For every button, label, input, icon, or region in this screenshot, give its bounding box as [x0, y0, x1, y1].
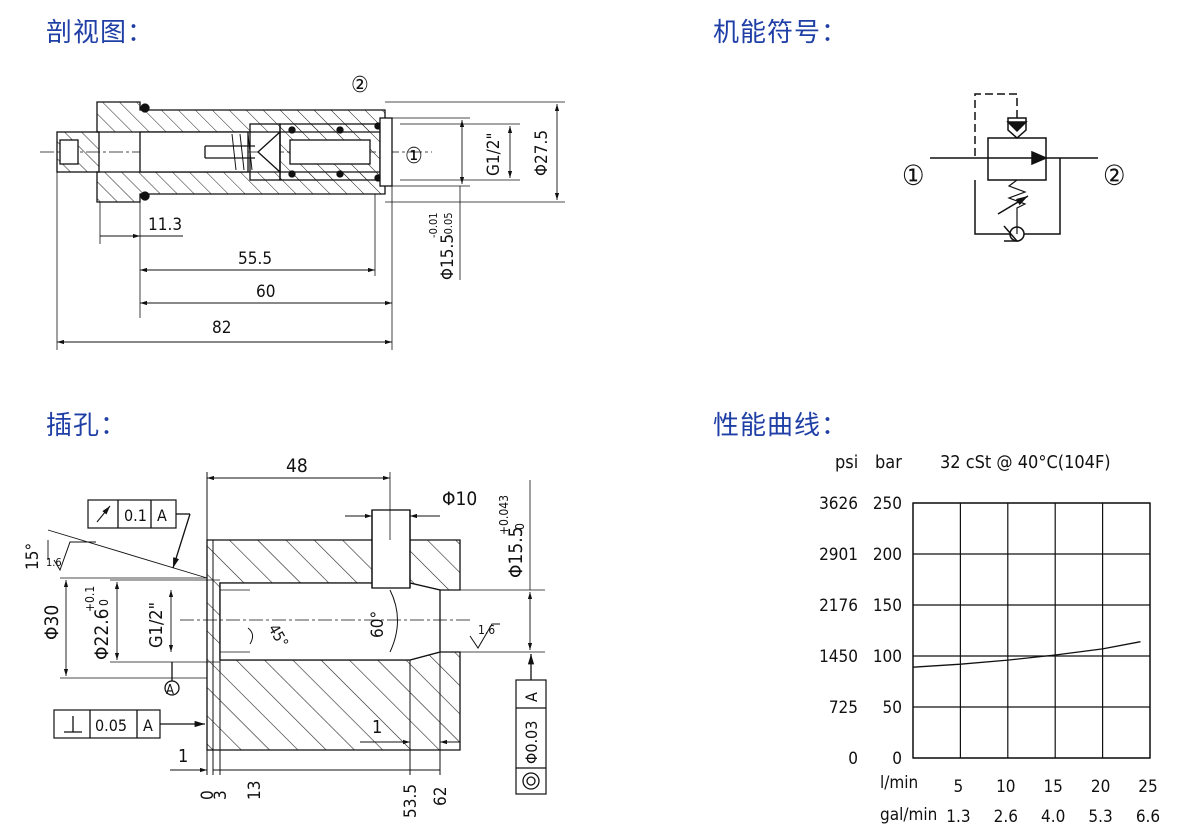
- symbol-port-2: ②: [1103, 159, 1126, 192]
- cavity-dia-30: Φ30: [41, 605, 63, 640]
- cavity-drawing: [47, 472, 547, 795]
- cross-section-title: 剖视图：: [46, 18, 155, 48]
- performance-title: 性能曲线：: [713, 411, 849, 441]
- cavity-dia-22-6: Φ22.6: [91, 609, 113, 661]
- pos-62: 62: [431, 787, 451, 806]
- chart-ylabel-psi: psi: [835, 452, 858, 473]
- chart-x-lmin-tick: 10: [996, 777, 1015, 797]
- hydraulic-symbol: [930, 93, 1098, 242]
- conc-value: Φ0.03: [522, 721, 541, 764]
- port-1-label: ①: [405, 144, 423, 169]
- chart-x-galmin-tick: 4.0: [1041, 807, 1065, 827]
- symbol-title: 机能符号：: [713, 18, 849, 48]
- chart-y-bar-tick: 0: [892, 749, 902, 769]
- cavity-thread: G1/2": [146, 602, 167, 648]
- chart-y-bar-tick: 200: [873, 545, 902, 565]
- chart-x-galmin-tick: 2.6: [994, 807, 1018, 827]
- chart-title: 32 cSt @ 40°C(104F): [940, 452, 1111, 473]
- chart-y-psi-tick: 1450: [819, 647, 858, 667]
- chart-y-bar-tick: 100: [873, 647, 902, 667]
- runout-datum: A: [157, 506, 167, 525]
- chart-x-lmin-tick: 15: [1043, 777, 1062, 797]
- spool-tol-lower: -0.05: [442, 212, 455, 238]
- conc-datum: A: [522, 692, 541, 702]
- cavity-dia-15-5: Φ15.5: [505, 527, 527, 579]
- chart-y-psi-tick: 2176: [819, 596, 858, 616]
- port-2-label: ②: [351, 73, 369, 98]
- chart-y-bar-tick: 250: [873, 494, 902, 514]
- thread-label: G1/2": [484, 133, 504, 177]
- chart-series-line: [912, 641, 1141, 668]
- cavity-dim-1-right: 1: [372, 717, 382, 738]
- chart-y-psi-tick: 2901: [819, 545, 858, 565]
- cavity-dim-1-left: 1: [178, 746, 188, 767]
- chart-x-galmin-label: gal/min: [880, 805, 937, 825]
- chart-x-lmin-tick: 25: [1138, 777, 1157, 797]
- spool-dia-label: Φ15.5: [438, 234, 458, 280]
- roughness-1: 1.6: [46, 556, 62, 569]
- dim-55-5: 55.5: [238, 249, 272, 269]
- outer-dia-label: Φ27.5: [532, 130, 552, 176]
- symbol-port-1: ①: [902, 159, 925, 192]
- cross-section-drawing: [40, 101, 565, 350]
- cavity-dia-22-6-tol-up: +0.1: [83, 586, 97, 612]
- datum-marker: A: [166, 683, 174, 698]
- cavity-dim-48: 48: [286, 455, 308, 477]
- pos-0: 0: [198, 790, 218, 800]
- runout-value: 0.1: [124, 506, 147, 525]
- pos-53-5: 53.5: [401, 784, 421, 818]
- performance-chart: 250 3626 200 2901 150 2176 100 1450 50 725 0 0 5 10 15…: [819, 494, 1160, 827]
- cavity-dia-15-5-tol-up: +0.043: [497, 495, 511, 535]
- chart-x-lmin-label: l/min: [880, 773, 918, 793]
- chart-y-psi-tick: 3626: [819, 494, 858, 514]
- chart-y-bar-tick: 150: [873, 596, 902, 616]
- chart-y-bar-tick: 50: [883, 698, 902, 718]
- cavity-title: 插孔：: [46, 411, 128, 441]
- chart-x-galmin-tick: 5.3: [1088, 807, 1112, 827]
- chart-y-psi-tick: 0: [848, 749, 858, 769]
- dim-82: 82: [212, 318, 231, 338]
- spool-tol-upper: -0.01: [427, 212, 440, 238]
- roughness-2: 1.6: [478, 623, 495, 637]
- perp-value: 0.05: [95, 716, 127, 735]
- pos-3: 3: [211, 790, 231, 800]
- chart-frame: [912, 502, 1151, 759]
- cavity-dia-22-6-tol-low: 0: [97, 599, 111, 606]
- perp-datum: A: [143, 716, 153, 735]
- chart-x-galmin-tick: 1.3: [946, 807, 970, 827]
- pos-13: 13: [245, 781, 265, 800]
- angle-60-label: 60°: [368, 611, 388, 638]
- dim-60: 60: [256, 282, 275, 302]
- dim-11-3: 11.3: [148, 215, 182, 235]
- chart-x-lmin-tick: 20: [1091, 777, 1110, 797]
- chart-x-lmin-tick: 5: [954, 777, 964, 797]
- chart-y-psi-tick: 725: [829, 698, 858, 718]
- chart-x-galmin-tick: 6.6: [1136, 807, 1160, 827]
- chart-ylabel-bar: bar: [875, 452, 902, 473]
- angle-15-label: 15°: [23, 543, 43, 570]
- cavity-dia-10: Φ10: [442, 488, 477, 510]
- cavity-dia-15-5-tol-low: 0: [513, 523, 527, 530]
